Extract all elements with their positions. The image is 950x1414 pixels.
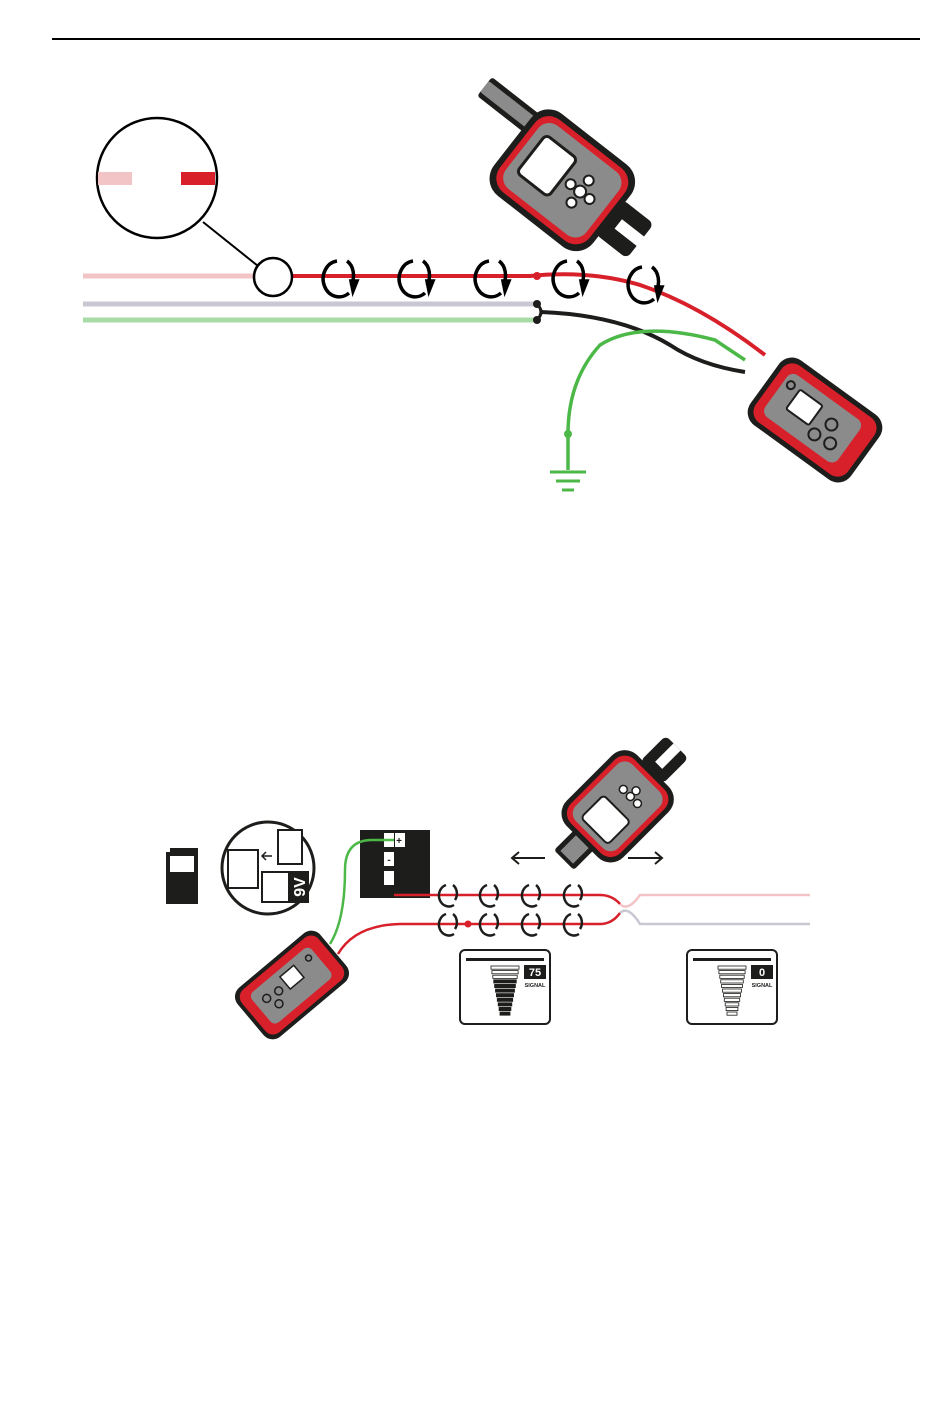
signal-bar <box>492 971 518 974</box>
battery-voltage-label: 9V <box>292 877 309 897</box>
terminal-minus: - <box>387 855 390 866</box>
signal-bar <box>494 980 517 983</box>
tracer-probe-icon <box>536 730 706 888</box>
signal-bar <box>495 984 516 987</box>
tracer-probe-icon <box>437 66 674 283</box>
signal-bar <box>724 998 739 1001</box>
signal-bar <box>721 980 744 983</box>
battery-inset-icon: 9V <box>222 822 314 914</box>
signal-bar <box>491 966 519 969</box>
signal-bar <box>496 994 513 997</box>
transmitter-icon <box>741 351 888 489</box>
wire-tracing-diagram <box>0 40 950 510</box>
signal-bar <box>725 1003 739 1006</box>
signal-meter-weak: 0 SIGNAL <box>687 950 777 1024</box>
signal-value: 0 <box>759 967 765 979</box>
magnifier-inset-icon <box>97 118 258 266</box>
wire-bundle <box>83 272 765 470</box>
signal-bar <box>719 971 745 974</box>
signal-strength-diagram: 9V + - <box>0 730 950 1050</box>
signal-bar <box>497 998 512 1001</box>
signal-caption: SIGNAL <box>525 983 546 989</box>
signal-bar <box>727 1012 737 1015</box>
signal-bar <box>726 1007 738 1010</box>
signal-meter-strong: 75 SIGNAL <box>460 950 550 1024</box>
signal-bar <box>723 994 740 997</box>
signal-bar <box>718 966 746 969</box>
signal-value: 75 <box>529 967 541 979</box>
signal-bar <box>500 1012 510 1015</box>
signal-bar <box>722 984 743 987</box>
signal-caption: SIGNAL <box>752 983 773 989</box>
signal-bar <box>720 975 744 978</box>
signal-bar <box>496 989 515 992</box>
signal-bar <box>723 989 742 992</box>
signal-bar <box>498 1003 512 1006</box>
transmitter-icon <box>230 926 354 1044</box>
signal-bar <box>499 1007 511 1010</box>
battery-9v-icon <box>166 848 198 904</box>
probe-point-ring <box>254 258 292 296</box>
field-loops <box>439 885 582 936</box>
signal-bar <box>493 975 517 978</box>
field-loops <box>323 261 662 303</box>
terminal-plus: + <box>396 836 402 847</box>
ground-symbol-icon <box>550 472 586 490</box>
